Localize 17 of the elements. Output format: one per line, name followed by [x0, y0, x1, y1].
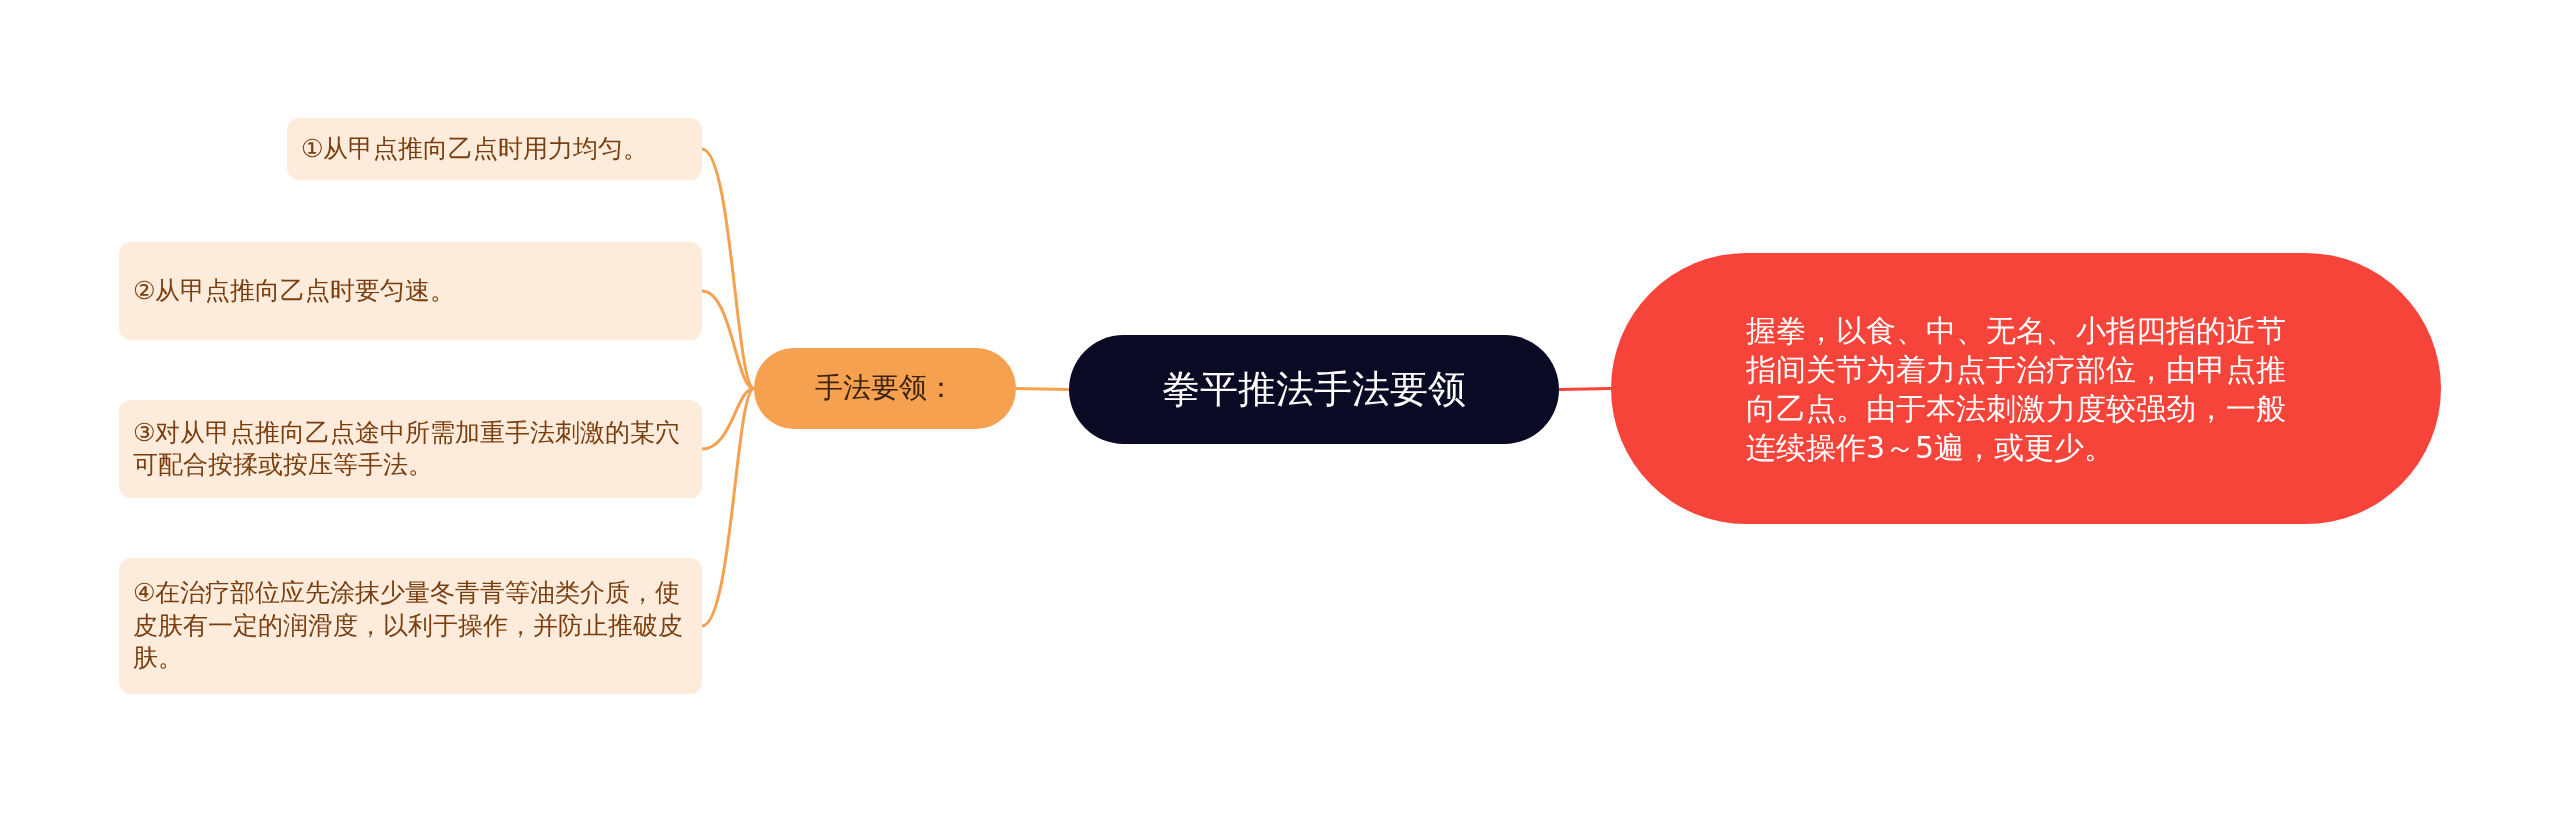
note-text: ①从甲点推向乙点时用力均匀。: [301, 132, 649, 165]
note-box: [119, 242, 702, 340]
note-text: ②从甲点推向乙点时要匀速。: [133, 274, 456, 307]
connector-line: [701, 289, 755, 390]
branch-text: 手法要领：: [815, 370, 955, 407]
description-text: 握拳，以食、中、无名、小指四指的近节指间关节为着力点于治疗部位，由甲点推向乙点。由于本法刺激力度较强劲，一般连续操作3～5遍，或更少。: [1746, 311, 2287, 467]
connector-line: [701, 387, 755, 451]
note-text: ③对从甲点推向乙点途中所需加重手法刺激的某穴可配合按揉或按压等手法。: [133, 416, 682, 481]
note-text: ④在治疗部位应先涂抹少量冬青青等油类介质，使皮肤有一定的润滑度，以利于操作，并防止推破皮肤。: [133, 577, 684, 675]
note-box: [287, 118, 702, 180]
note-box: [119, 558, 702, 694]
topic-text: 拳平推法手法要领: [1162, 365, 1466, 413]
connector-line: [701, 147, 756, 390]
connector-line: [701, 387, 756, 628]
connector-line: [1558, 387, 1612, 391]
note-box: [119, 400, 702, 498]
connector-line: [1015, 387, 1070, 391]
